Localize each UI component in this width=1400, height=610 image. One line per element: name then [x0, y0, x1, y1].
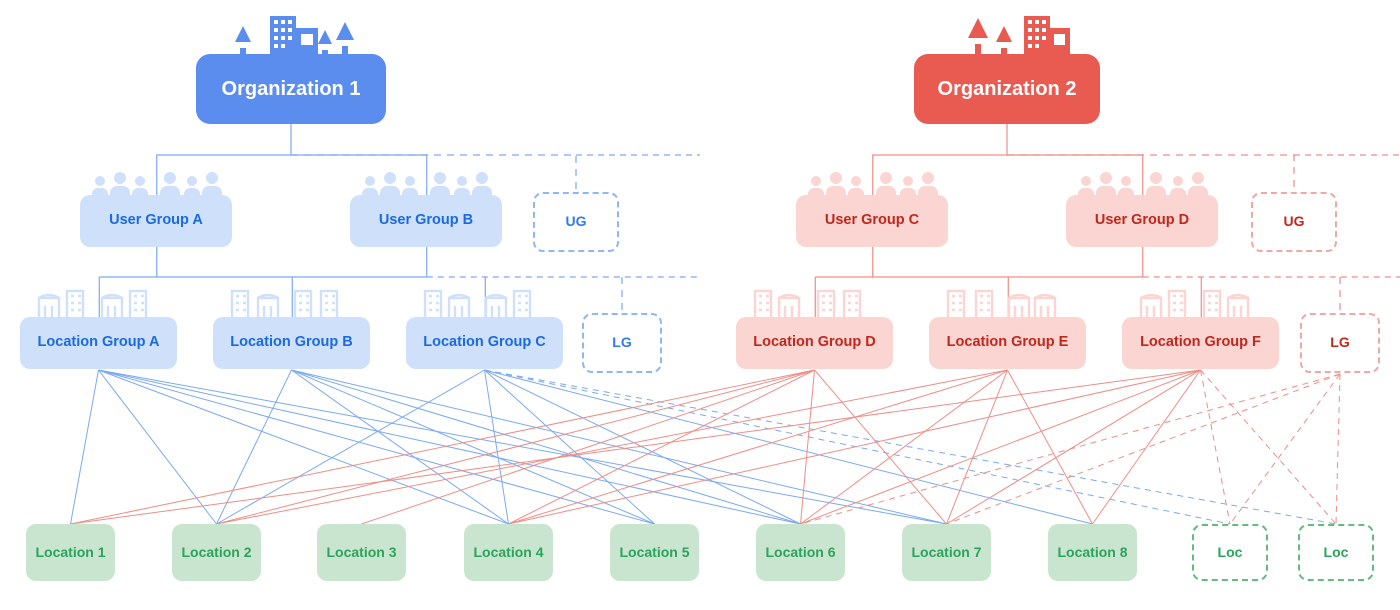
location-node-loc7[interactable]: Location 7 [902, 524, 991, 581]
location-group-node-lgf[interactable]: Location Group F [1122, 317, 1279, 369]
placeholder-label: LG [1330, 334, 1350, 351]
location-group-label: Location Group C [423, 334, 546, 351]
location-label: Location 2 [181, 543, 252, 560]
placeholder-label: UG [565, 213, 587, 230]
location-group-node-lgb[interactable]: Location Group B [213, 317, 370, 369]
city-trees-icon [968, 16, 1070, 60]
buildings-icon [1139, 289, 1250, 320]
location-group-placeholder-red[interactable]: LG [1300, 313, 1380, 373]
placeholder-label: Loc [1323, 543, 1349, 560]
location-node-loc8[interactable]: Location 8 [1048, 524, 1137, 581]
user-group-node-ugd[interactable]: User Group D [1066, 195, 1218, 247]
location-placeholder-2[interactable]: Loc [1298, 524, 1374, 581]
location-group-node-lga[interactable]: Location Group A [20, 317, 177, 369]
placeholder-label: LG [612, 334, 632, 351]
buildings-icon [753, 289, 862, 320]
location-node-loc1[interactable]: Location 1 [26, 524, 115, 581]
location-group-label: Location Group E [946, 334, 1069, 351]
location-group-node-lge[interactable]: Location Group E [929, 317, 1086, 369]
location-label: Location 6 [765, 543, 836, 560]
buildings-icon [423, 289, 532, 320]
location-label: Location 3 [326, 543, 397, 560]
user-group-label: User Group B [378, 212, 474, 229]
user-group-node-ugb[interactable]: User Group B [350, 195, 502, 247]
location-node-loc5[interactable]: Location 5 [610, 524, 699, 581]
location-group-label: Location Group D [753, 334, 876, 351]
location-node-loc4[interactable]: Location 4 [464, 524, 553, 581]
organization-label: Organization 1 [221, 78, 361, 100]
location-label: Location 5 [619, 543, 690, 560]
user-group-label: User Group D [1094, 212, 1190, 229]
location-node-loc3[interactable]: Location 3 [317, 524, 406, 581]
location-group-label: Location Group F [1140, 334, 1261, 351]
organization-label: Organization 2 [937, 78, 1077, 100]
location-label: Location 7 [911, 543, 982, 560]
user-group-label: User Group C [824, 212, 920, 229]
location-group-label: Location Group B [230, 334, 353, 351]
placeholder-label: UG [1283, 213, 1305, 230]
location-group-node-lgd[interactable]: Location Group D [736, 317, 893, 369]
location-node-loc2[interactable]: Location 2 [172, 524, 261, 581]
user-group-placeholder-blue[interactable]: UG [533, 192, 619, 252]
location-label: Location 8 [1057, 543, 1128, 560]
placeholder-label: Loc [1217, 543, 1243, 560]
buildings-icon [37, 289, 148, 320]
user-group-label: User Group A [109, 212, 203, 229]
city-trees-icon [235, 16, 354, 60]
location-placeholder-1[interactable]: Loc [1192, 524, 1268, 581]
location-node-loc6[interactable]: Location 6 [756, 524, 845, 581]
buildings-icon [946, 289, 1057, 320]
user-group-node-ugc[interactable]: User Group C [796, 195, 948, 247]
location-label: Location 4 [473, 543, 544, 560]
location-label: Location 1 [35, 543, 106, 560]
organization-node-org1[interactable]: Organization 1 [196, 54, 386, 124]
location-group-label: Location Group A [37, 334, 160, 351]
organization-node-org2[interactable]: Organization 2 [914, 54, 1100, 124]
user-group-placeholder-red[interactable]: UG [1251, 192, 1337, 252]
buildings-icon [230, 289, 339, 320]
location-group-node-lgc[interactable]: Location Group C [406, 317, 563, 369]
location-group-placeholder-blue[interactable]: LG [582, 313, 662, 373]
user-group-node-uga[interactable]: User Group A [80, 195, 232, 247]
